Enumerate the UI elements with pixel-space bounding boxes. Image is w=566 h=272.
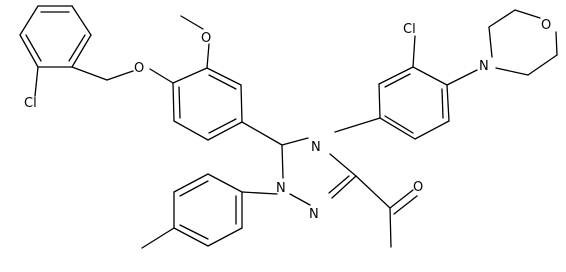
atom-o-methoxy: O [201,31,211,46]
bond-n1-tolyl [241,191,278,195]
chlorobenzyl-ring [19,5,92,68]
atom-cl-benzyl: Cl [24,96,37,111]
bond-layer [19,5,558,249]
atom-o-ether: O [134,61,144,76]
bond-o-methyl [180,15,204,30]
bond-o-aryl [149,68,174,84]
bond-carbonyl-o-double [393,195,418,215]
atom-n2-triazole: N [309,207,319,222]
bond-c-cl-benzyl [34,66,39,97]
tolyl-ring [173,173,243,247]
chloromorpholinophenyl-ring [378,66,450,140]
atom-label-layer: Cl O O Cl N O N N N O [24,18,551,222]
bond-n4-aryl [334,117,381,133]
bond-c3-carbonyl [355,175,391,209]
atom-cl-aryl: Cl [403,22,416,37]
atom-o-morpholine: O [541,18,551,33]
bond-aryl-o-methoxy [206,43,210,69]
atom-o-carbonyl: O [413,180,423,195]
atom-n1-triazole: N [276,181,286,196]
bond-ch2-o [106,70,134,81]
bond-ring-ch2 [71,66,108,81]
methoxyphenyl-ring [172,67,243,141]
triazoline-ring [281,137,357,206]
bond-carbonyl-methyl [389,207,392,248]
bond-aryl-c5 [241,121,283,146]
bond-carbonyl-o [389,189,414,209]
bond-tolyl-methyl [141,227,175,249]
morpholine-ring [488,9,558,76]
bond-aryl-cl [412,35,416,68]
atom-n4-triazole: N [311,140,321,155]
bond-aryl-n-morpholine [446,69,478,86]
atom-n-morpholine: N [479,59,489,74]
